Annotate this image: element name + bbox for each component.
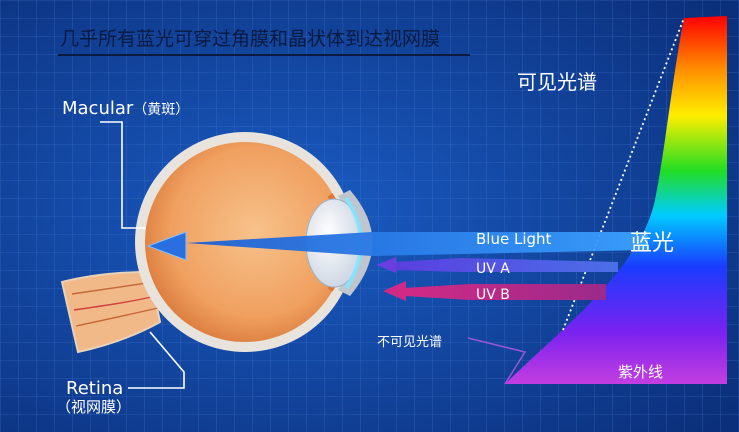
uva-beam [394, 258, 618, 272]
macular-label-cn: （黄斑） [133, 102, 190, 118]
retina-pointer [128, 331, 185, 389]
macular-label: Macular（黄斑） [62, 100, 189, 118]
optic-nerve [60, 270, 162, 354]
uvb-label: UV B [476, 287, 510, 303]
uva-arrowhead [376, 257, 396, 273]
retina-label-cn: （视网膜） [56, 398, 132, 416]
light-spectrum [467, 16, 727, 385]
macular-pointer [100, 121, 146, 229]
invisible-spectrum-pointer [467, 337, 527, 385]
macular-label-en: Macular [62, 98, 134, 119]
blue-light-label: Blue Light [476, 230, 552, 248]
ultraviolet-label: 紫外线 [618, 363, 664, 381]
invisible-spectrum-label: 不可见光谱 [377, 335, 443, 350]
visible-spectrum-label: 可见光谱 [517, 70, 597, 94]
retina-label-en: Retina [66, 378, 124, 399]
uva-label: UV A [476, 261, 510, 277]
blue-light-cn-label: 蓝光 [630, 231, 675, 256]
visible-spectrum-dotted-line [562, 17, 685, 331]
blue-light-arrowhead [146, 231, 187, 261]
uvb-beam [404, 284, 606, 300]
blue-light-beam [186, 232, 648, 256]
title-underline [58, 54, 470, 56]
page-title: 几乎所有蓝光可穿过角膜和晶状体到达视网膜 [60, 28, 441, 50]
uvb-arrowhead [383, 281, 406, 301]
